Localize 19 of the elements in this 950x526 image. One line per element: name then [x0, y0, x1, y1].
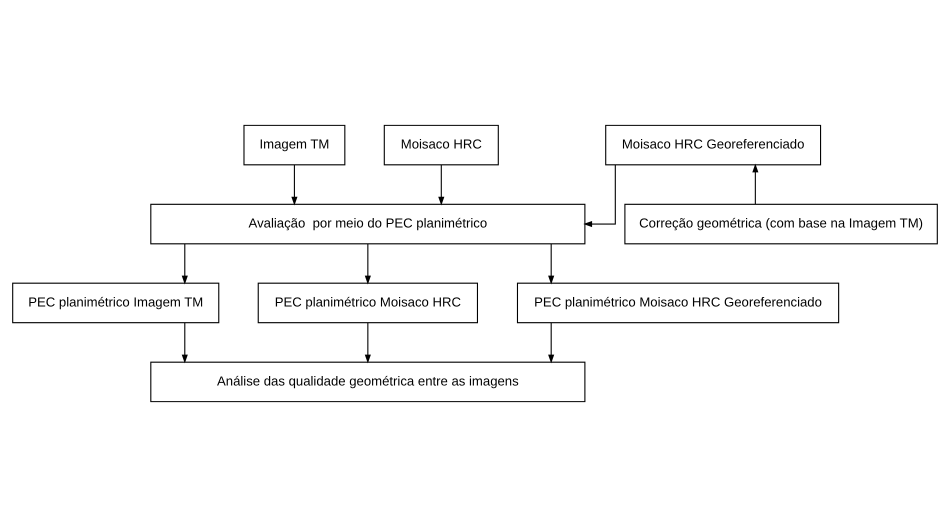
arrow: [548, 243, 554, 284]
node-box: Moisaco HRC Georeferenciado: [605, 124, 822, 165]
arrow: [364, 243, 371, 284]
arrow: [548, 322, 554, 363]
arrow: [182, 322, 188, 363]
node-box: Avaliação por meio do PEC planimétrico: [150, 203, 586, 244]
node-box: Imagem TM: [243, 124, 346, 165]
arrow: [583, 164, 616, 227]
arrow: [182, 243, 188, 284]
node-box: Moisaco HRC: [384, 124, 499, 165]
arrow: [752, 163, 758, 204]
node-box: PEC planimétrico Moisaco HRC: [258, 282, 478, 323]
arrow: [364, 322, 371, 363]
arrow: [438, 164, 444, 206]
node-box: PEC planimétrico Imagem TM: [12, 282, 220, 323]
node-box: Correção geométrica (com base na Imagem TM): [624, 203, 938, 244]
node-box: Análise das qualidade geométrica entre as imagens: [150, 361, 586, 402]
node-box: PEC planimétrico Moisaco HRC Georeferenciado: [516, 282, 840, 323]
arrow: [291, 164, 298, 206]
